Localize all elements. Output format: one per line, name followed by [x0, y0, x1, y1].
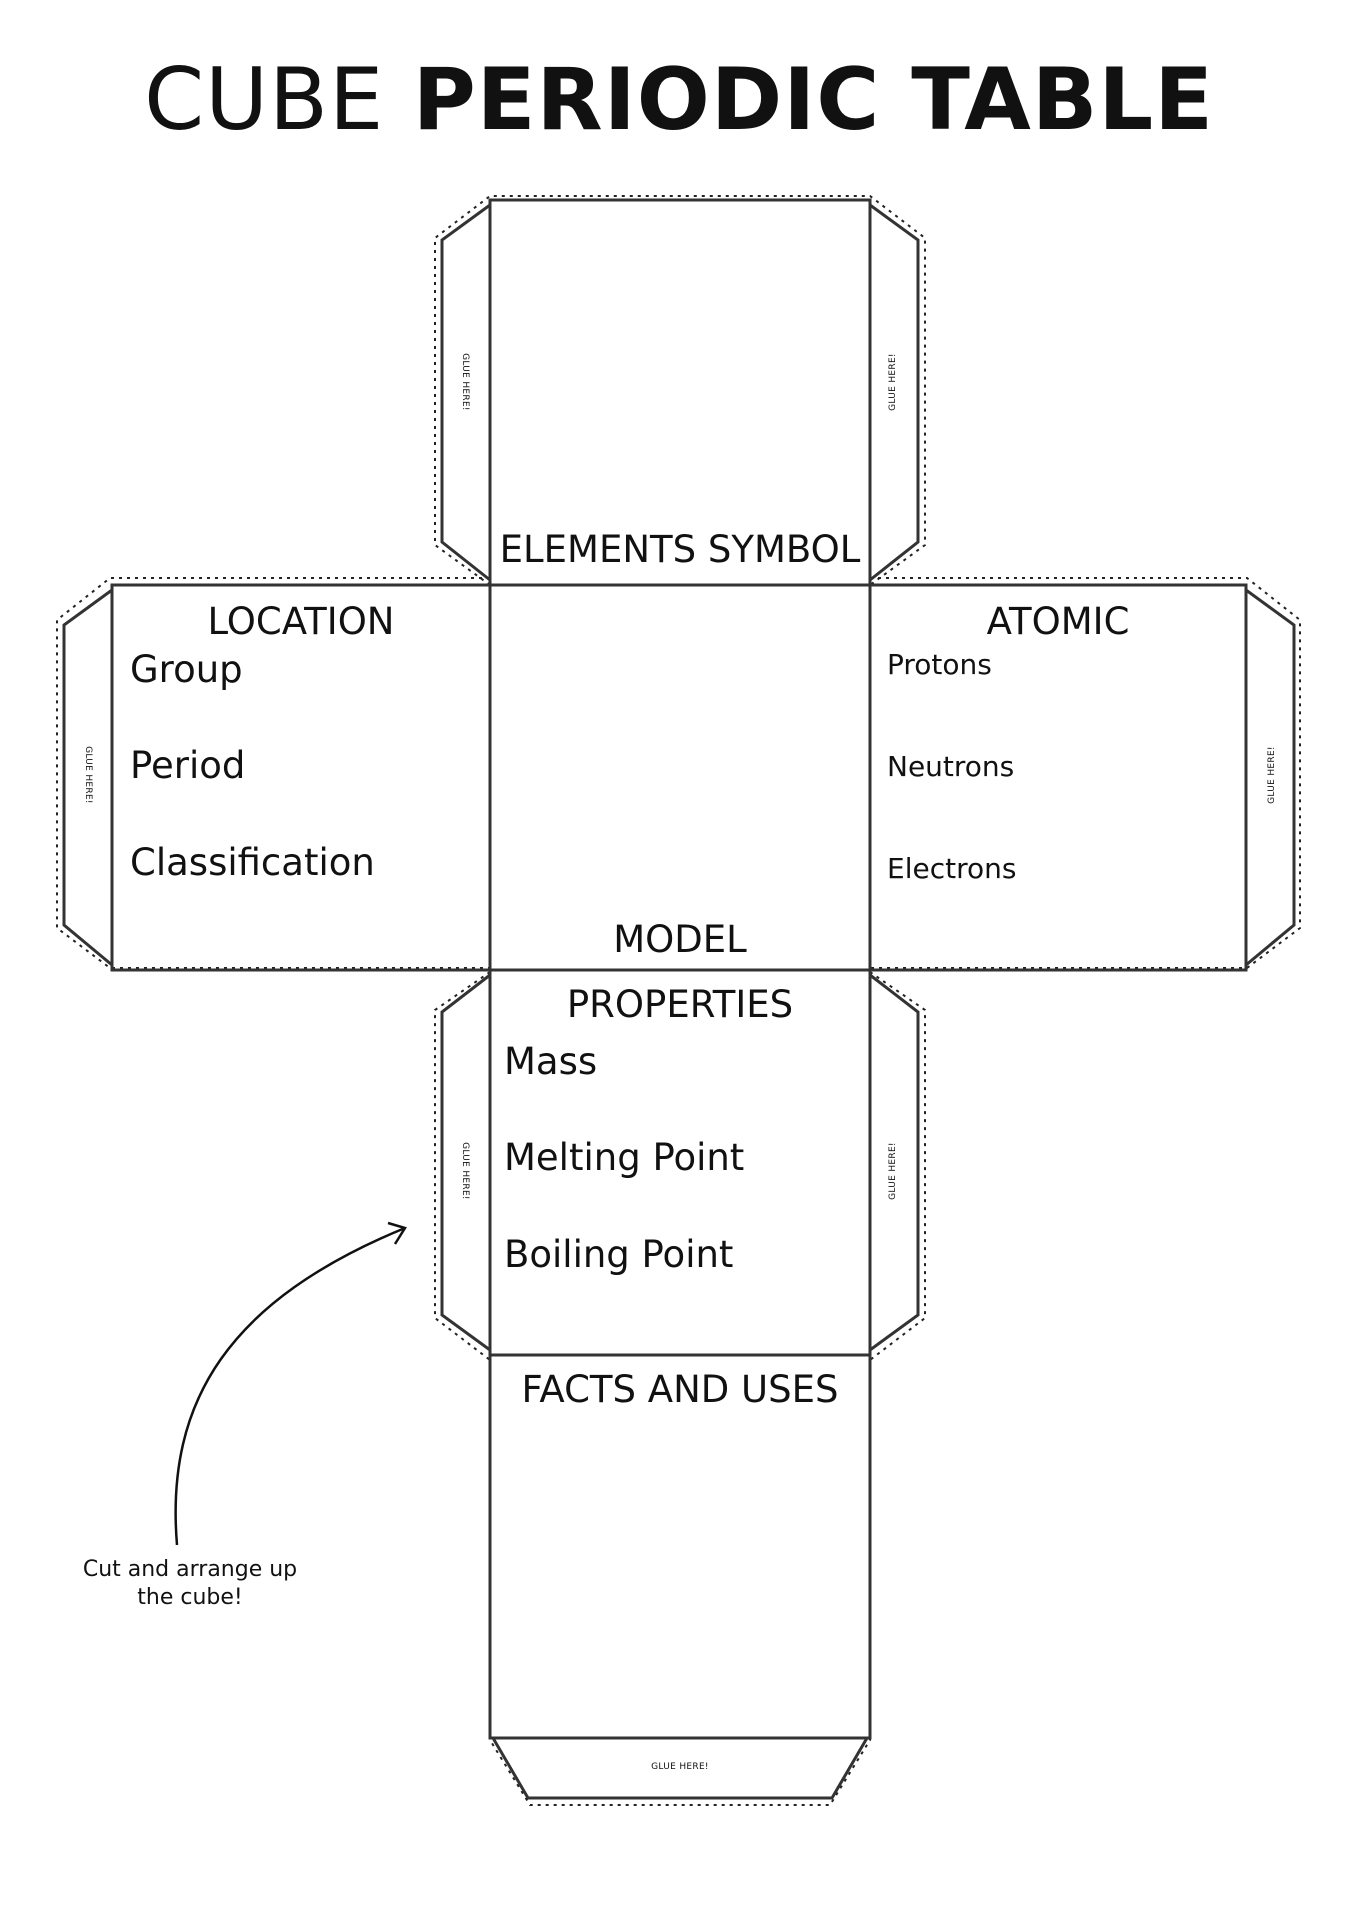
- glue-label-top-left: GLUE HERE!: [460, 353, 470, 411]
- properties-item-melting-point: Melting Point: [504, 1136, 745, 1179]
- flap-top-left: [440, 203, 491, 582]
- face-top-heading: ELEMENTS SYMBOL: [499, 528, 861, 571]
- face-right: [868, 583, 1248, 972]
- glue-label-right: GLUE HERE!: [1267, 746, 1277, 804]
- face-left-heading: LOCATION: [207, 600, 395, 643]
- glue-label-lower-left: GLUE HERE!: [460, 1142, 470, 1200]
- face-lower-heading: PROPERTIES: [566, 983, 794, 1026]
- arrow-icon: [174, 1221, 407, 1546]
- properties-item-boiling-point: Boiling Point: [504, 1233, 734, 1276]
- instruction-line-1: Cut and arrange up: [82, 1557, 298, 1582]
- atomic-item-neutrons: Neutrons: [887, 750, 1015, 783]
- fold-lines: [62, 198, 1296, 1800]
- page-title: CUBE PERIODIC TABLE: [0, 50, 1358, 150]
- flap-top-right: [869, 203, 920, 582]
- atomic-item-electrons: Electrons: [887, 852, 1017, 885]
- flap-left: [62, 588, 113, 967]
- location-item-group: Group: [130, 648, 243, 691]
- face-bottom: [488, 1353, 872, 1740]
- glue-label-bottom: GLUE HERE!: [651, 1762, 709, 1772]
- face-right-heading: ATOMIC: [986, 600, 1130, 643]
- glue-label-top-right: GLUE HERE!: [888, 353, 898, 411]
- glue-label-lower-right: GLUE HERE!: [888, 1142, 898, 1200]
- instruction-note: Cut and arrange up the cube!: [60, 1556, 320, 1612]
- cut-lines: [56, 195, 1301, 1806]
- title-part-1: CUBE: [144, 50, 385, 150]
- face-center-heading: MODEL: [613, 918, 747, 961]
- instruction-line-2: the cube!: [137, 1585, 243, 1610]
- flap-bottom: [491, 1737, 869, 1800]
- face-bottom-heading: FACTS AND USES: [521, 1368, 839, 1411]
- location-item-classification: Classification: [130, 841, 375, 884]
- atomic-item-protons: Protons: [887, 648, 992, 681]
- face-center: [488, 583, 872, 972]
- properties-item-mass: Mass: [504, 1040, 598, 1083]
- glue-label-left: GLUE HERE!: [83, 746, 93, 804]
- location-item-period: Period: [130, 744, 246, 787]
- flap-lower-left: [440, 973, 491, 1352]
- title-part-2: PERIODIC TABLE: [412, 50, 1214, 150]
- flap-lower-right: [869, 973, 920, 1352]
- flap-right: [1245, 588, 1296, 967]
